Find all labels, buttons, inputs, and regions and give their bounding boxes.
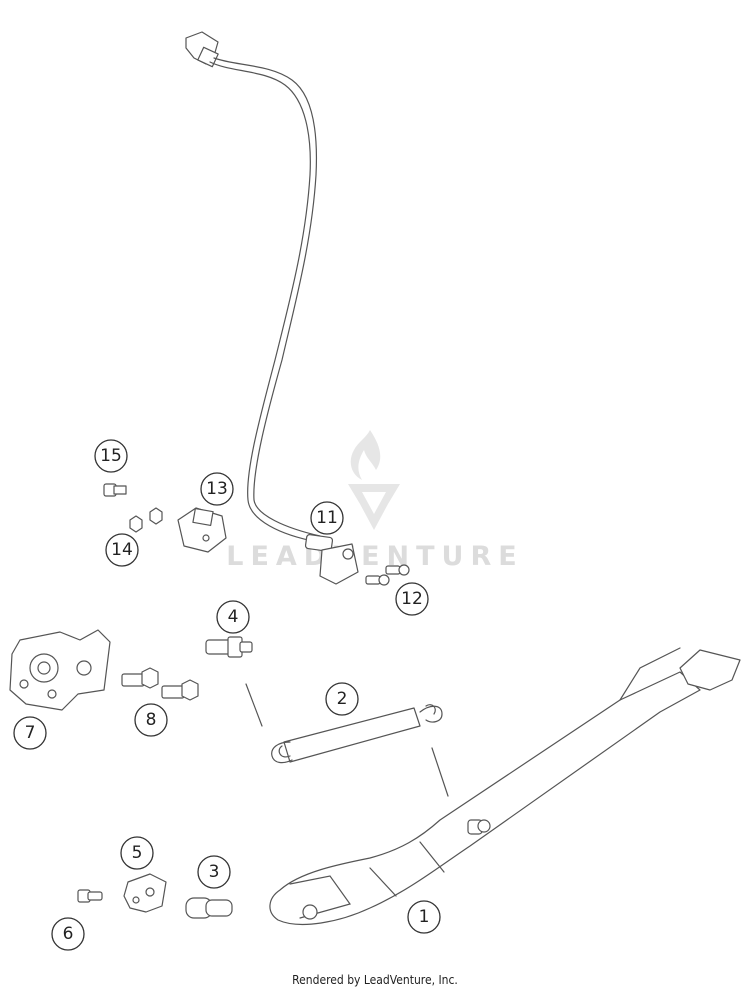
callout-8: 8 — [134, 703, 168, 737]
watermark-text: LEADVENTURE — [226, 541, 523, 572]
svg-text:12: 12 — [401, 589, 423, 609]
svg-text:8: 8 — [146, 710, 157, 730]
screws-part-12 — [365, 564, 410, 586]
callout-11: 11 — [310, 501, 344, 535]
bolt-part-15 — [103, 483, 127, 497]
leader-line — [431, 747, 449, 797]
bolt-part-6 — [77, 889, 103, 903]
svg-text:7: 7 — [25, 723, 36, 743]
callout-7: 7 — [13, 716, 47, 750]
bolts-part-8 — [121, 667, 199, 701]
bushing-part-3 — [185, 897, 233, 919]
callout-1: 1 — [407, 900, 441, 934]
pin-part-4 — [205, 636, 253, 658]
svg-text:11: 11 — [316, 508, 338, 528]
svg-text:5: 5 — [132, 843, 143, 863]
svg-text:3: 3 — [209, 862, 220, 882]
svg-text:15: 15 — [100, 446, 122, 466]
svg-text:13: 13 — [206, 479, 228, 499]
bracket-part-5 — [123, 873, 167, 913]
watermark-logo: LEADVENTURE — [226, 430, 523, 572]
callout-3: 3 — [197, 855, 231, 889]
callout-12: 12 — [395, 582, 429, 616]
callout-5: 5 — [120, 836, 154, 870]
callout-15: 15 — [94, 439, 128, 473]
svg-text:6: 6 — [63, 924, 74, 944]
callout-2: 2 — [325, 682, 359, 716]
svg-text:4: 4 — [228, 607, 239, 627]
sidestand-switch-harness — [185, 31, 359, 585]
callout-14: 14 — [105, 533, 139, 567]
bracket-part-7 — [9, 629, 111, 711]
footer-credit: Rendered by LeadVenture, Inc. — [292, 973, 458, 987]
callout-13: 13 — [200, 472, 234, 506]
callout-4: 4 — [216, 600, 250, 634]
svg-text:14: 14 — [111, 540, 133, 560]
side-stand-part-1 — [269, 647, 741, 926]
svg-text:2: 2 — [337, 689, 348, 709]
leader-line — [245, 683, 263, 727]
nuts-part-14 — [129, 507, 163, 533]
switch-bracket-part-13 — [177, 507, 227, 553]
callout-6: 6 — [51, 917, 85, 951]
svg-text:1: 1 — [419, 907, 430, 927]
spring-part-2 — [271, 704, 443, 764]
